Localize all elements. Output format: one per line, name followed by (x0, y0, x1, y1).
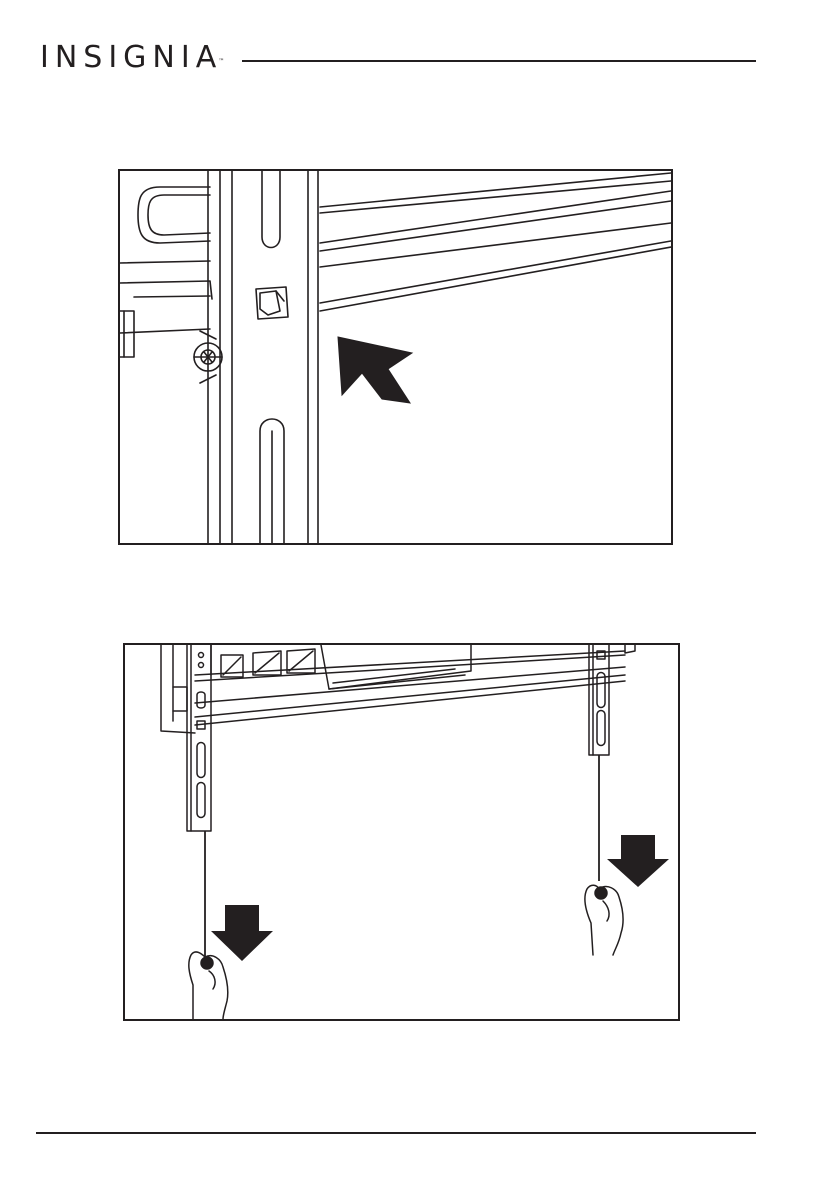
right-hand-icon (585, 885, 623, 955)
trademark-mark: ™ (218, 58, 224, 65)
bracket-closeup-illustration (120, 171, 671, 543)
down-arrow-icon-left (211, 905, 273, 961)
figure-pull-cords (123, 643, 680, 1021)
down-arrow-icon-right (607, 835, 669, 887)
header-rule (242, 60, 756, 62)
footer-rule (36, 1132, 756, 1134)
insignia-logo: INSIGNIA™ (40, 40, 228, 76)
pull-cords-illustration (125, 645, 678, 1019)
figure-bracket-closeup (118, 169, 673, 545)
brand-wordmark: INSIGNIA (40, 40, 222, 75)
left-hand-icon (189, 952, 228, 1019)
push-arrow-icon (338, 337, 412, 403)
